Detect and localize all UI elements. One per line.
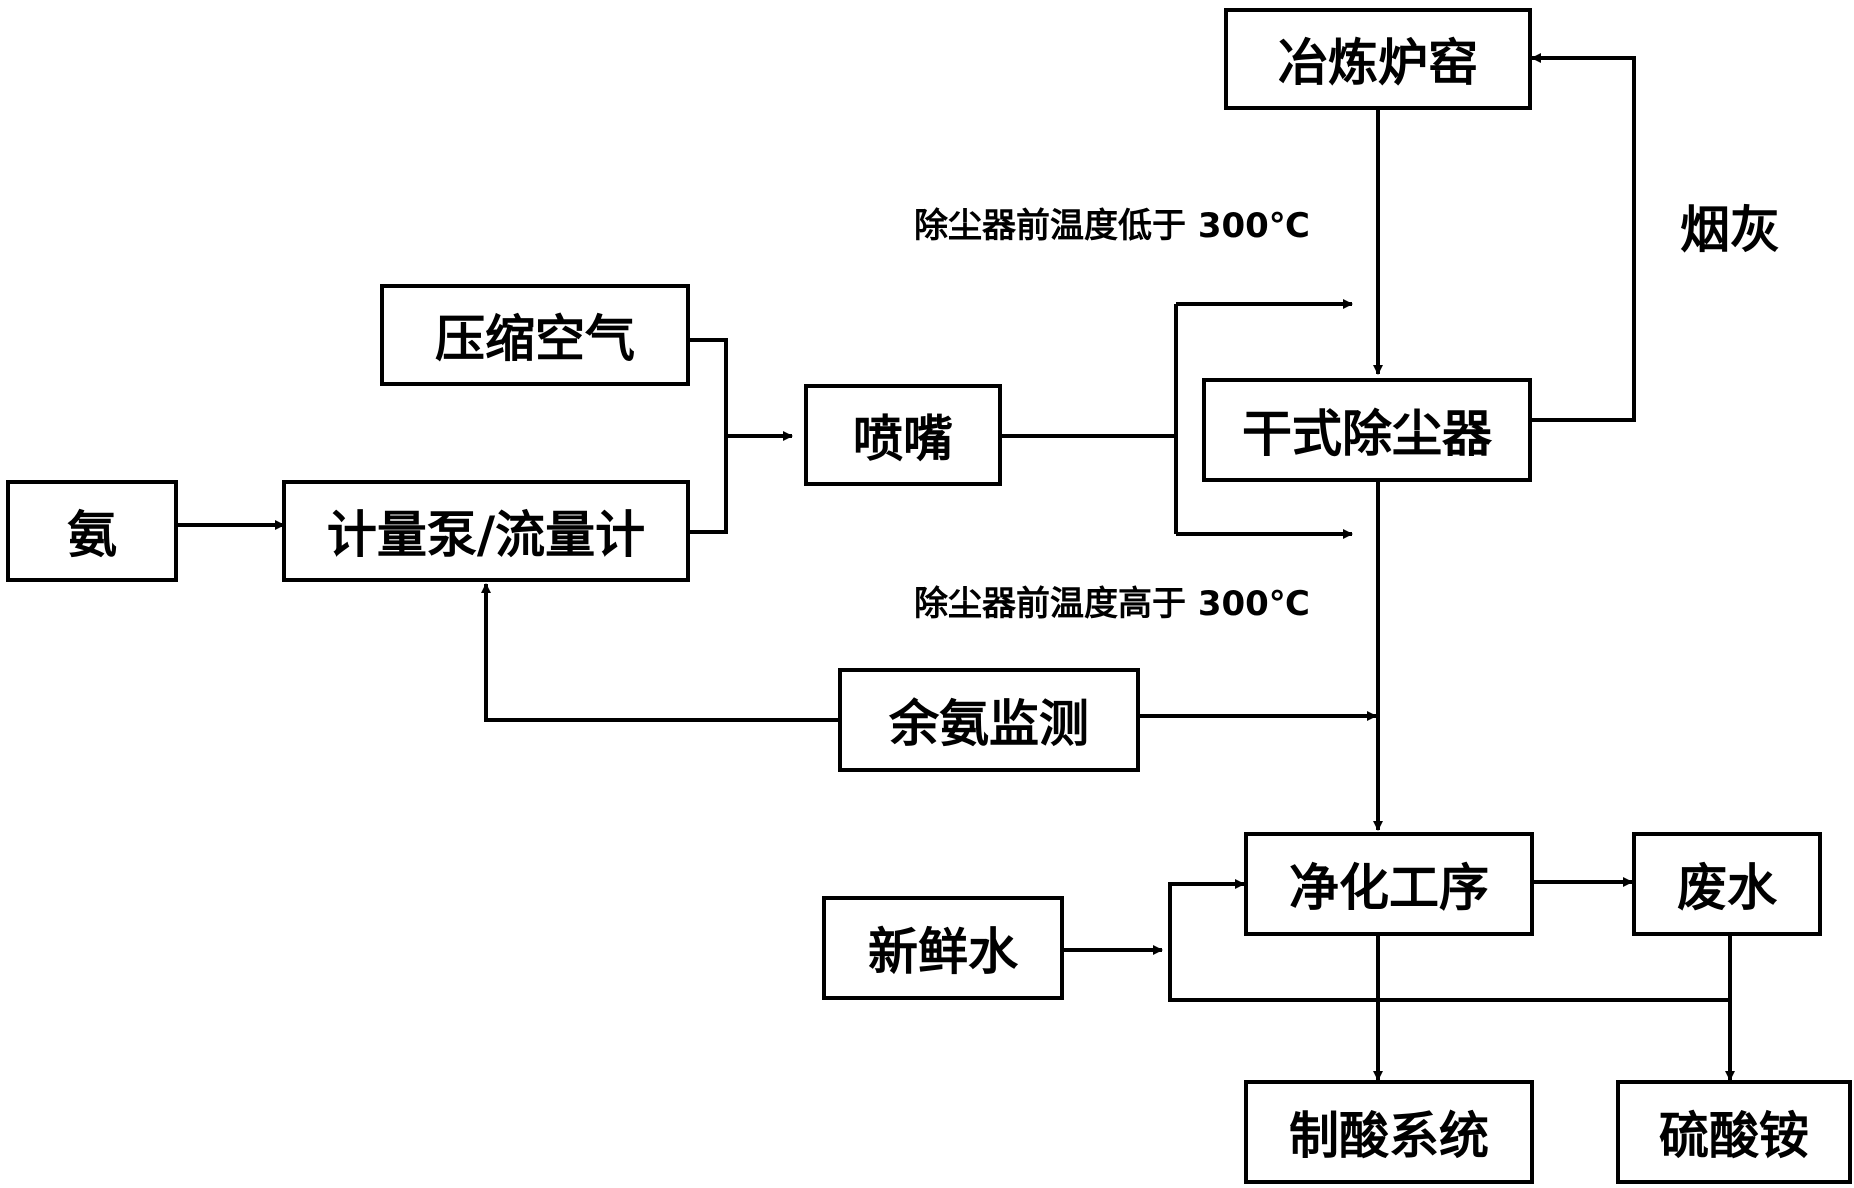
label-fly-ash: 烟灰 [1680,201,1780,259]
node-dry-dust-collector: 干式除尘器 [1202,378,1532,482]
node-nozzle: 喷嘴 [804,384,1002,486]
label-temp-low: 除尘器前温度低于 300℃ [914,206,1310,246]
node-smelting-furnace: 冶炼炉窑 [1224,8,1532,110]
node-compressed-air: 压缩空气 [380,284,690,386]
node-ammonium-sulfate: 硫酸铵 [1616,1080,1852,1184]
node-fresh-water: 新鲜水 [822,896,1064,1000]
line-air-branch [688,338,728,534]
label-temp-high: 除尘器前温度高于 300℃ [914,584,1310,624]
node-wastewater: 废水 [1632,832,1822,936]
node-residual-ammonia-monitor: 余氨监测 [838,668,1140,772]
arrow-monitor-to-pump [481,583,840,722]
node-metering-pump: 计量泵/流量计 [282,480,690,582]
node-ammonia: 氨 [6,480,178,582]
node-purification-process: 净化工序 [1244,832,1534,936]
arrow-recycle-to-purification [1168,879,1730,1002]
node-acid-system: 制酸系统 [1244,1080,1534,1184]
arrow-flyash-return [1530,53,1636,422]
